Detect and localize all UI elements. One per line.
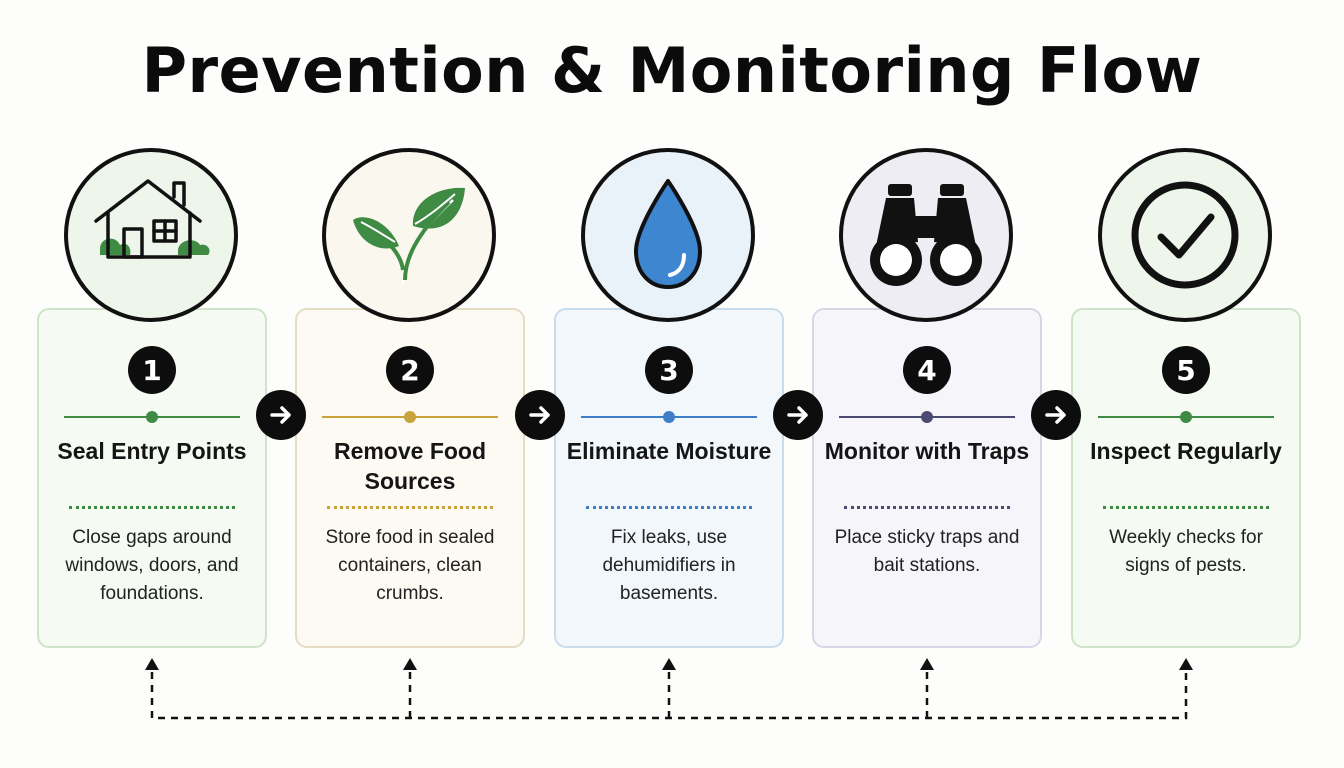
up-arrowhead-icon <box>145 658 159 670</box>
dotted-separator-5 <box>1103 506 1269 509</box>
up-arrowhead-icon <box>403 658 417 670</box>
step-description-4: Place sticky traps and bait stations. <box>834 527 1020 576</box>
step-icon-circle-5 <box>1098 148 1272 322</box>
page-title: Prevention & Monitoring Flow <box>141 34 1203 107</box>
step-description-5: Weekly checks for signs of pests. <box>1109 527 1263 576</box>
step-description-2: Store food in sealed containers, clean c… <box>325 527 495 604</box>
step-icon-circle-4 <box>839 148 1013 322</box>
step-description-1: Close gaps around windows, doors, and fo… <box>65 527 239 604</box>
step-number-2: 2 <box>386 346 434 394</box>
step-icon-circle-1 <box>64 148 238 322</box>
step-heading-4: Monitor with Traps <box>824 438 1030 464</box>
step-divider-4 <box>839 411 1015 423</box>
step-number-1: 1 <box>128 346 176 394</box>
step-divider-5 <box>1098 411 1274 423</box>
step-number-4: 4 <box>903 346 951 394</box>
divider-dot <box>663 411 675 423</box>
checkmark-icon <box>1131 181 1239 289</box>
arrow-right-icon <box>270 406 291 424</box>
step-heading-2: Remove Food Sources <box>333 438 487 494</box>
up-arrowhead-icon <box>662 658 676 670</box>
arrow-right-icon <box>1045 406 1066 424</box>
divider-dot <box>404 411 416 423</box>
step-heading-5: Inspect Regularly <box>1090 438 1282 464</box>
flow-arrow-3 <box>773 390 823 440</box>
water-drop-icon <box>634 179 702 289</box>
step-number-3: 3 <box>645 346 693 394</box>
step-heading-3: Eliminate Moisture <box>566 438 772 464</box>
feedback-loop-connector <box>145 658 1193 720</box>
flow-arrow-2 <box>515 390 565 440</box>
binoculars-icon <box>870 184 982 286</box>
divider-dot <box>921 411 933 423</box>
leaf-icon <box>353 187 465 285</box>
step-icon-circle-2 <box>322 148 496 322</box>
up-arrowhead-icon <box>1179 658 1193 670</box>
step-description-3: Fix leaks, use dehumidifiers in basement… <box>602 527 736 604</box>
step-divider-3 <box>581 411 757 423</box>
dotted-separator-4 <box>844 506 1010 509</box>
divider-dot <box>146 411 158 423</box>
step-heading-1: Seal Entry Points <box>57 438 247 464</box>
arrow-right-icon <box>787 406 808 424</box>
arrow-right-icon <box>529 406 550 424</box>
flow-arrow-1 <box>256 390 306 440</box>
dotted-separator-1 <box>69 506 235 509</box>
divider-dot <box>1180 411 1192 423</box>
up-arrowhead-icon <box>920 658 934 670</box>
dotted-separator-3 <box>586 506 752 509</box>
dotted-separator-2 <box>327 506 493 509</box>
step-number-5: 5 <box>1162 346 1210 394</box>
step-divider-1 <box>64 411 240 423</box>
flow-arrow-4 <box>1031 390 1081 440</box>
house-icon <box>94 179 210 259</box>
step-divider-2 <box>322 411 498 423</box>
step-icon-circle-3 <box>581 148 755 322</box>
